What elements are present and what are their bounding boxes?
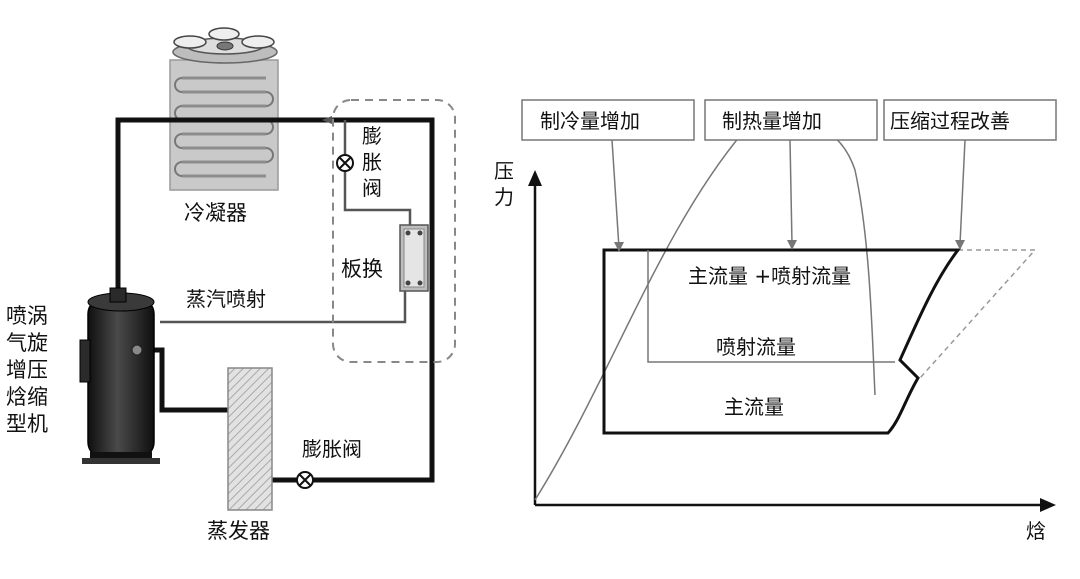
compression-dashed-line: [919, 249, 1037, 379]
svg-text:膨: 膨: [362, 124, 382, 148]
callout-heating: 制热量增加: [704, 99, 878, 250]
plate-heat-exchanger: [399, 224, 429, 292]
svg-text:胀: 胀: [362, 150, 382, 174]
x-axis-arrow-icon: [1040, 498, 1056, 512]
expansion-valve-bottom-icon: [296, 471, 314, 489]
svg-text:压缩过程改善: 压缩过程改善: [890, 109, 1010, 133]
ph-chart: 压 力 焓 主流量 +喷射流量 喷射流量 主流量 制冷量增加 制热量增加: [494, 99, 1057, 543]
callout-compression: 压缩过程改善: [883, 99, 1057, 250]
svg-text:气旋: 气旋: [6, 331, 48, 355]
region-label-bottom: 主流量: [724, 395, 784, 419]
compressor: [79, 287, 160, 464]
condenser: 冷凝器: [169, 27, 279, 225]
x-axis-label: 焓: [1026, 519, 1046, 543]
y-axis-label-1: 压: [494, 159, 514, 183]
compressor-label: 喷涡 气旋 增压 焓缩 型机: [6, 304, 48, 436]
svg-text:制冷量增加: 制冷量增加: [540, 109, 640, 133]
saturation-dome: [534, 120, 876, 501]
callout-cooling: 制冷量增加: [521, 99, 695, 252]
expansion-valve-top-label: 膨 胀 阀: [362, 124, 382, 200]
svg-text:制热量增加: 制热量增加: [722, 109, 822, 133]
y-axis-label-2: 力: [494, 185, 514, 209]
evaporator-label: 蒸发器: [207, 519, 270, 543]
region-label-middle: 喷射流量: [716, 335, 796, 359]
svg-text:阀: 阀: [362, 176, 382, 200]
system-diagram: 冷凝器 膨 胀 阀: [6, 27, 456, 543]
axes: [533, 182, 1045, 507]
region-label-top: 主流量 +喷射流量: [688, 264, 851, 288]
evaporator: 蒸发器: [207, 367, 273, 543]
injection-flow-line: [647, 250, 895, 363]
condenser-fan-icon: [172, 27, 278, 64]
svg-text:焓缩: 焓缩: [6, 385, 48, 409]
svg-text:增压: 增压: [6, 358, 48, 382]
condenser-label: 冷凝器: [184, 201, 247, 225]
refrigerant-piping: [115, 117, 435, 483]
cycle-outline: [602, 248, 962, 435]
svg-text:型机: 型机: [6, 412, 48, 436]
svg-text:喷涡: 喷涡: [6, 304, 48, 328]
expansion-valve-top-icon: [336, 154, 354, 172]
expansion-branch: [160, 120, 412, 324]
expansion-valve-bottom-label: 膨胀阀: [302, 437, 362, 461]
plate-hx-label: 板换: [341, 257, 383, 281]
plate-hx-enclosure: [332, 99, 456, 363]
vapor-injection-label: 蒸汽喷射: [186, 287, 266, 311]
y-axis-arrow-icon: [528, 170, 542, 186]
flow-arrow-icon: [322, 116, 332, 124]
